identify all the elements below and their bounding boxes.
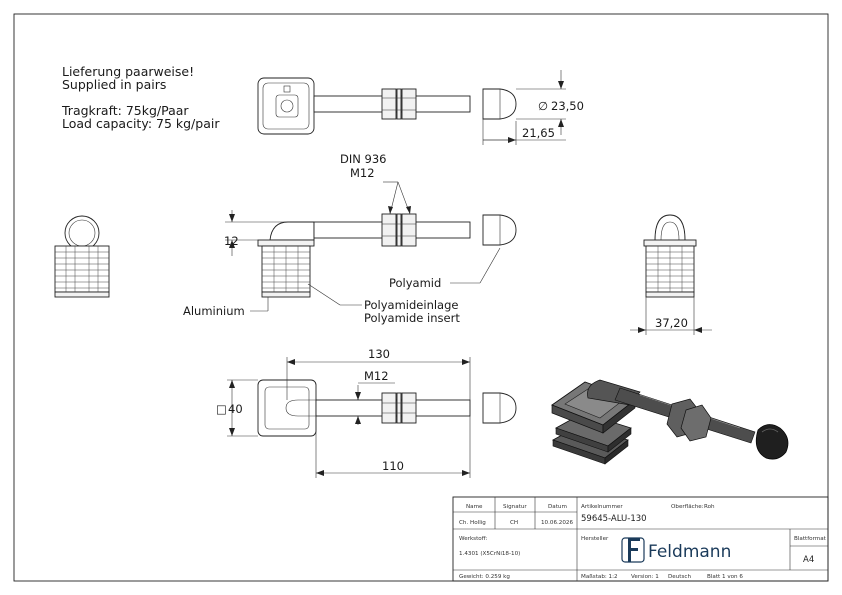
front-view [225,181,517,312]
bottom-view [227,357,517,478]
note-delivery-en: Supplied in pairs [62,77,166,92]
feldmann-logo-icon [621,537,645,563]
tb-oberflaeche-label: Oberfläche: [671,504,704,510]
label-m12-top: M12 [350,166,375,180]
label-aluminium: Aluminium [183,304,245,318]
note-capacity-de: Tragkraft: 75kg/Paar [61,103,189,118]
side-view-right [630,214,712,335]
tb-gewicht: Gewicht: 0.259 kg [459,574,510,580]
tb-massstab: Maßstab: 1:2 [581,574,618,580]
label-insert-en: Polyamide insert [364,311,460,325]
tb-header-name: Name [466,504,483,510]
tb-header-datum: Datum [548,504,567,510]
label-insert-de: Polyamideinlage [364,298,458,312]
tb-signatur: CH [510,520,518,526]
side-view-left [54,215,110,298]
dim-length-110: 110 [382,459,404,473]
tb-artikel-label: Artikelnummer [581,504,623,510]
note-capacity-en: Load capacity: 75 kg/pair [62,116,220,131]
top-view [257,70,566,145]
dim-cap-length: 21,65 [522,126,555,140]
isometric-view [551,379,789,465]
tb-sprache: Deutsch [668,574,691,580]
tb-brand: Feldmann [648,542,731,562]
sheet-border [13,13,829,582]
dim-height: 12 [224,234,239,248]
dim-diameter: 23,50 [551,99,584,113]
tb-header-signatur: Signatur [503,504,527,510]
dim-square-symbol: □ [216,402,227,416]
tb-hersteller-label: Hersteller [581,536,609,542]
dim-length-130: 130 [368,347,390,361]
tb-blattformat: A4 [803,555,814,565]
note-delivery-de: Lieferung paarweise! [62,64,194,79]
tb-version: Version: 1 [631,574,659,580]
tb-name: Ch. Hollig [459,520,486,526]
tb-werkstoff-label: Werkstoff: [459,536,488,542]
label-din-936: DIN 936 [340,152,386,166]
tb-blattformat-label: Blattformat [794,536,827,542]
tb-werkstoff: 1.4301 (X5CrNi18-10) [459,551,520,557]
dim-square-40: 40 [228,402,243,416]
tb-blatt: Blatt 1 von 6 [707,574,743,580]
title-block [452,496,829,582]
label-polyamid: Polyamid [389,276,441,290]
tb-oberflaeche: Roh [704,504,715,510]
tb-datum: 10.06.2026 [541,520,573,526]
dim-diameter-symbol: ∅ [538,99,548,113]
tb-artikel: 59645-ALU-130 [581,514,647,524]
dim-width: 37,20 [655,316,688,330]
dim-thread-m12: M12 [364,369,389,383]
